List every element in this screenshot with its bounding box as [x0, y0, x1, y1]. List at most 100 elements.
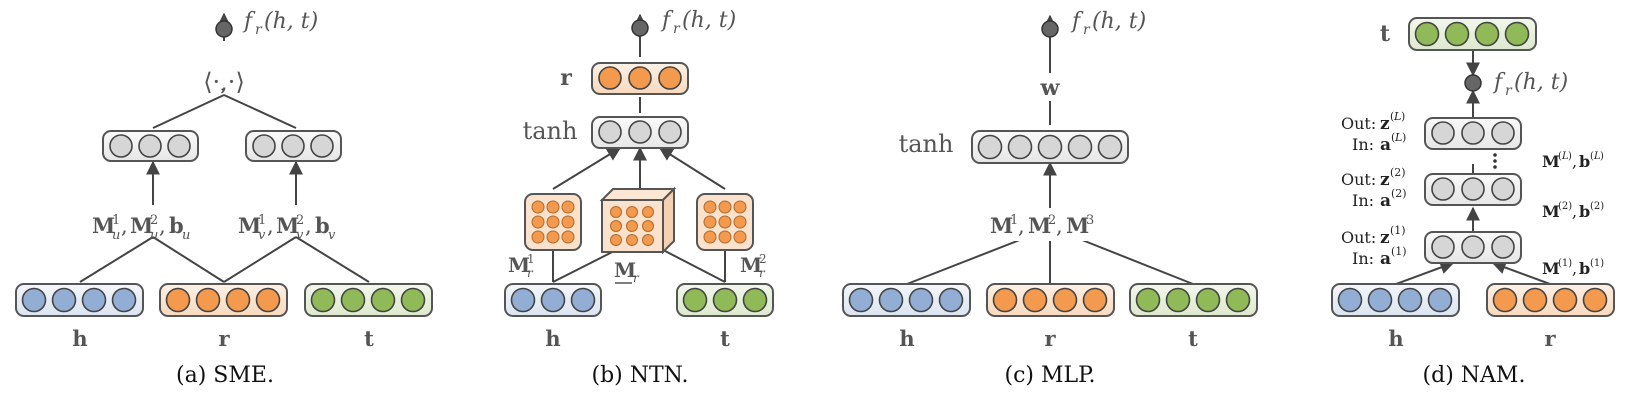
- svg-text:1: 1: [258, 213, 266, 228]
- hidden-layer-1: [1424, 231, 1522, 264]
- svg-text:r: r: [1083, 22, 1091, 38]
- svg-text:(1): (1): [1558, 258, 1572, 269]
- svg-text:Out:: Out:: [1341, 228, 1376, 247]
- matrix-m2: [696, 193, 754, 251]
- svg-text:2: 2: [1048, 213, 1056, 228]
- input-vector-h: [1331, 283, 1460, 317]
- caption-a: (a) SME.: [176, 363, 274, 388]
- svg-text:(h, t): (h, t): [1092, 9, 1146, 34]
- svg-text:,: ,: [1018, 214, 1025, 238]
- panel-c-mlp: f r (h, t) w tanh M 1 , M 2 , M 3: [842, 9, 1258, 388]
- svg-text:,: ,: [1572, 259, 1577, 278]
- left-params-label: M 1 u , M 2 u , b u: [92, 213, 190, 243]
- params-label: M 1 , M 2 , M 3: [986, 211, 1108, 241]
- m1-label: M 1 r: [508, 252, 535, 280]
- svg-text:v: v: [258, 228, 266, 243]
- hidden-vector-right: [245, 130, 342, 162]
- input-label-t: t: [720, 326, 730, 351]
- caption-c: (c) MLP.: [1005, 363, 1096, 388]
- output-node: [631, 19, 649, 37]
- output-node: [1041, 20, 1059, 38]
- svg-text:2: 2: [296, 213, 304, 228]
- svg-text:1: 1: [1010, 213, 1018, 228]
- right-params-label: M 1 v , M 2 v , b v: [238, 213, 336, 243]
- svg-text:f: f: [660, 8, 674, 33]
- caption-d: (d) NAM.: [1423, 363, 1526, 388]
- svg-text:z: z: [1380, 228, 1390, 248]
- panel-a-sme: f r (h, t) ⟨·,·⟩ M 1 u , M 2 u ,: [15, 9, 433, 388]
- params-1-label: M (1) , b (1): [1542, 258, 1604, 278]
- svg-text:2: 2: [150, 213, 158, 228]
- svg-text:(: (: [1590, 151, 1594, 162]
- svg-text:z: z: [1380, 114, 1390, 134]
- svg-text:(1): (1): [1590, 258, 1604, 269]
- svg-text:a: a: [1380, 191, 1391, 211]
- svg-text:): ): [1600, 151, 1604, 162]
- params-2-label: M (2) , b (2): [1542, 201, 1604, 221]
- svg-text:,: ,: [305, 214, 312, 238]
- svg-text:r: r: [633, 271, 640, 285]
- svg-text:,: ,: [121, 214, 128, 238]
- output-label: f r (h, t): [660, 8, 736, 37]
- input-vector-h: [504, 283, 602, 317]
- svg-text:b: b: [169, 213, 184, 238]
- svg-text:,: ,: [1572, 202, 1577, 221]
- svg-text:,: ,: [1572, 152, 1577, 171]
- svg-text:M: M: [1542, 259, 1560, 278]
- svg-text:(h, t): (h, t): [1514, 70, 1568, 95]
- svg-text:Out:: Out:: [1341, 170, 1376, 189]
- params-l-label: M (L) , b (L): [1542, 151, 1604, 171]
- svg-text:(h, t): (h, t): [682, 8, 736, 33]
- svg-text:M: M: [990, 213, 1013, 238]
- input-vector-t: [1408, 17, 1537, 51]
- input-vector-h: [15, 283, 144, 317]
- svg-text:M: M: [508, 253, 530, 277]
- m2-label: M 2 r: [740, 252, 767, 280]
- svg-text:L: L: [1561, 151, 1569, 162]
- svg-text:M: M: [1542, 202, 1560, 221]
- svg-text:r: r: [1505, 83, 1513, 99]
- output-label: f r (h, t): [1070, 9, 1146, 38]
- svg-text:a: a: [1380, 249, 1391, 269]
- svg-text:a: a: [1380, 135, 1391, 155]
- svg-text:L: L: [1593, 151, 1601, 162]
- tensor-label: M r: [614, 258, 640, 285]
- svg-text:b: b: [1579, 202, 1590, 221]
- input-vector-h: [842, 283, 971, 317]
- input-vector-r: [1486, 283, 1615, 317]
- input-label-h: h: [899, 326, 914, 351]
- w-label: w: [1040, 75, 1061, 101]
- svg-text:1: 1: [112, 213, 120, 228]
- t-label: t: [1380, 21, 1391, 47]
- svg-text:(2): (2): [1590, 201, 1604, 212]
- svg-text:In:: In:: [1352, 249, 1374, 268]
- matrix-m1: [524, 193, 582, 251]
- svg-text:): ): [1401, 110, 1405, 123]
- hidden-layer-2: [1424, 173, 1522, 206]
- svg-text:1: 1: [527, 252, 535, 266]
- svg-text:M: M: [92, 213, 115, 238]
- svg-text:M: M: [238, 213, 261, 238]
- svg-text:u: u: [150, 228, 158, 243]
- svg-text:(1): (1): [1390, 224, 1406, 237]
- relation-vector-r: [591, 62, 689, 95]
- svg-text:r: r: [527, 266, 534, 280]
- svg-text:(: (: [1390, 110, 1394, 123]
- svg-text:,: ,: [1056, 214, 1063, 238]
- svg-text:b: b: [1579, 259, 1590, 278]
- output-label: f r (h, t): [242, 9, 318, 38]
- svg-text:b: b: [315, 213, 330, 238]
- svg-text:b: b: [1579, 152, 1590, 171]
- hidden-vector-left: [102, 130, 199, 162]
- svg-text:,: ,: [159, 214, 166, 238]
- svg-text:(: (: [1391, 131, 1395, 144]
- svg-text:(h, t): (h, t): [264, 9, 318, 34]
- input-label-t: t: [364, 326, 374, 351]
- input-label-t: t: [1188, 326, 1198, 351]
- input-label-r: r: [1044, 326, 1056, 351]
- layer-1-labels: Out: z (1) In: a (1): [1341, 224, 1407, 269]
- svg-text:M: M: [1542, 152, 1560, 171]
- svg-text:,: ,: [267, 214, 274, 238]
- input-vector-t: [676, 283, 774, 317]
